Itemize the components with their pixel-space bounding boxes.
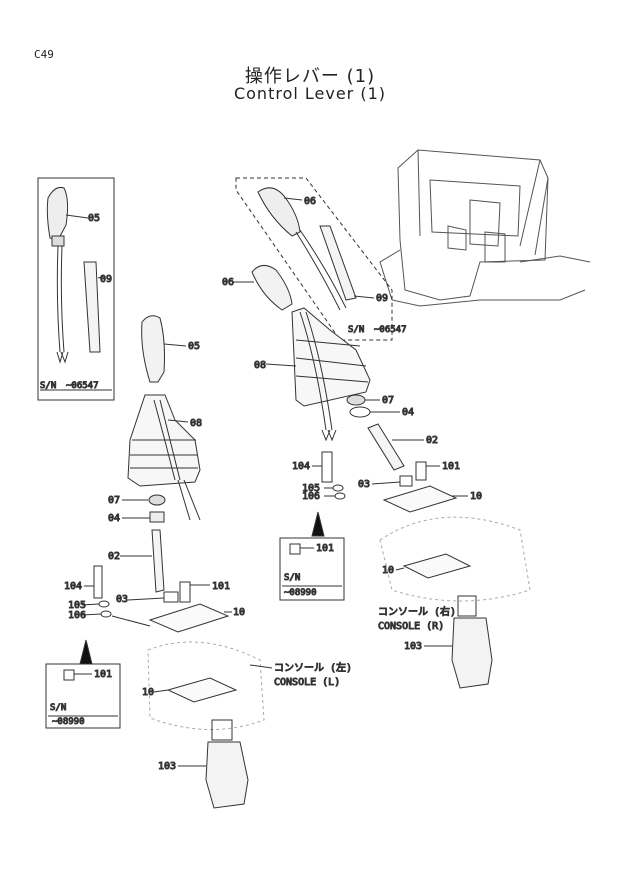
- label-part-08b: 08: [254, 360, 266, 371]
- label-part-05a: 05: [88, 213, 100, 224]
- label-inset-101a: 101: [94, 669, 112, 680]
- label-console-left-en: CONSOLE (L): [274, 677, 340, 688]
- label-sn-a-value: ~06547: [66, 381, 99, 391]
- label-part-03b: 03: [358, 479, 370, 490]
- title-japanese: 操作レバー (1): [244, 66, 376, 87]
- label-part-101a: 101: [212, 581, 230, 592]
- title-english: Control Lever (1): [233, 84, 387, 103]
- label-part-10d: 10: [382, 565, 394, 576]
- inset-left-top: [37, 177, 115, 401]
- label-sn-c-value: ~08990: [52, 717, 85, 727]
- label-part-105a: 105: [68, 600, 86, 611]
- label-part-103b: 103: [404, 641, 422, 652]
- label-sn-c: S/N: [50, 703, 66, 713]
- label-part-09b: 09: [376, 293, 388, 304]
- right-lever-assembly: [232, 265, 531, 689]
- label-part-10c: 10: [470, 491, 482, 502]
- label-part-05b: 05: [188, 341, 200, 352]
- label-part-07b: 07: [382, 395, 394, 406]
- label-sn-b-value: ~06547: [374, 325, 407, 335]
- label-inset-101b: 101: [316, 543, 334, 554]
- label-part-104b: 104: [292, 461, 310, 472]
- page-code: C49: [34, 48, 54, 61]
- label-part-08a: 08: [190, 418, 202, 429]
- label-console-right-en: CONSOLE (R): [378, 621, 444, 632]
- label-part-105b: 105: [302, 483, 320, 494]
- left-lever-assembly: [81, 315, 273, 809]
- label-part-04a: 04: [108, 513, 120, 524]
- label-part-106b: 106: [302, 491, 320, 502]
- label-console-right-jp: コンソール (右): [378, 605, 456, 618]
- label-part-104a: 104: [64, 581, 82, 592]
- label-sn-d-value: ~08990: [284, 588, 317, 598]
- inset-left-bottom: [45, 639, 121, 729]
- label-sn-a: S/N: [40, 381, 56, 391]
- label-part-06b: 06: [222, 277, 234, 288]
- label-part-106a: 106: [68, 610, 86, 621]
- label-part-07a: 07: [108, 495, 120, 506]
- label-part-02a: 02: [108, 551, 120, 562]
- label-part-04b: 04: [402, 407, 414, 418]
- label-part-101b: 101: [442, 461, 460, 472]
- label-part-10a: 10: [233, 607, 245, 618]
- label-sn-d: S/N: [284, 573, 300, 583]
- label-part-10b: 10: [142, 687, 154, 698]
- label-part-02b: 02: [426, 435, 438, 446]
- label-part-06a: 06: [304, 196, 316, 207]
- inset-right-top: [235, 177, 393, 341]
- label-sn-b: S/N: [348, 325, 364, 335]
- label-part-03a: 03: [116, 594, 128, 605]
- inset-right-bottom: [279, 511, 345, 601]
- label-console-left-jp: コンソール (左): [274, 661, 352, 674]
- cab-illustration: [379, 149, 591, 307]
- label-part-09a: 09: [100, 274, 112, 285]
- label-part-103a: 103: [158, 761, 176, 772]
